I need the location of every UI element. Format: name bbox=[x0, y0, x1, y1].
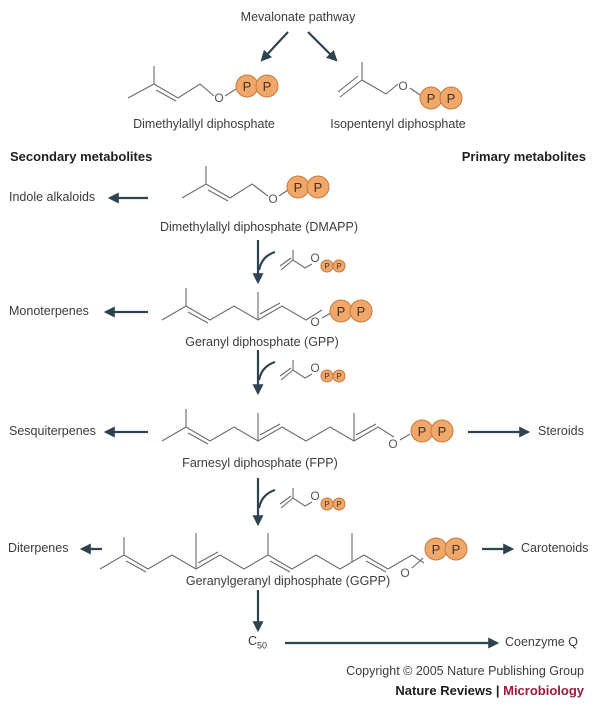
ggpp-label: Geranylgeranyl diphosphate (GGPP) bbox=[185, 574, 391, 588]
svg-text:P: P bbox=[452, 542, 461, 557]
svg-text:P: P bbox=[357, 304, 366, 319]
svg-text:P: P bbox=[337, 304, 346, 319]
svg-text:P: P bbox=[418, 424, 427, 439]
arrow-to-ipp bbox=[307, 31, 338, 62]
dmapp-top-label: Dimethylallyl diphosphate bbox=[133, 117, 275, 131]
c50-subscript: 50 bbox=[257, 640, 268, 651]
svg-text:P: P bbox=[336, 262, 341, 271]
svg-text:P: P bbox=[243, 79, 252, 94]
c50-label: C50 bbox=[248, 634, 267, 651]
gpp-label: Geranyl diphosphate (GPP) bbox=[185, 335, 339, 349]
dmapp-structure: O P P bbox=[181, 166, 330, 206]
svg-text:P: P bbox=[263, 79, 272, 94]
svg-text:O: O bbox=[400, 566, 409, 580]
svg-text:P: P bbox=[324, 500, 329, 509]
steroids-label: Steroids bbox=[538, 424, 584, 438]
svg-text:P: P bbox=[324, 372, 329, 381]
fpp-label: Farnesyl diphosphate (FPP) bbox=[182, 456, 338, 470]
svg-text:O: O bbox=[310, 361, 319, 375]
carotenoids-label: Carotenoids bbox=[521, 541, 589, 555]
svg-text:O: O bbox=[310, 251, 319, 265]
svg-text:O: O bbox=[388, 437, 397, 451]
secondary-metabolites-header: Secondary metabolites bbox=[10, 149, 153, 164]
ipp-structure-top: O P P bbox=[337, 62, 463, 110]
svg-text:O: O bbox=[214, 91, 223, 105]
svg-text:O: O bbox=[310, 489, 319, 503]
sesquiterpenes-label: Sesquiterpenes bbox=[9, 424, 96, 438]
svg-text:P: P bbox=[438, 424, 447, 439]
svg-text:O: O bbox=[310, 315, 319, 329]
coenzyme-q-label: Coenzyme Q bbox=[505, 635, 578, 649]
svg-text:P: P bbox=[294, 180, 303, 195]
journal-credit: Nature Reviews | Microbiology bbox=[395, 683, 584, 698]
svg-text:P: P bbox=[336, 500, 341, 509]
svg-text:P: P bbox=[336, 372, 341, 381]
mevalonate-pathway-label: Mevalonate pathway bbox=[240, 10, 356, 24]
phosphate-icon bbox=[439, 86, 463, 110]
svg-text:O: O bbox=[398, 79, 407, 93]
svg-text:P: P bbox=[314, 180, 323, 195]
journal-name: Nature Reviews bbox=[395, 683, 493, 698]
indole-alkaloids-label: Indole alkaloids bbox=[9, 190, 96, 204]
copyright-text: Copyright © 2005 Nature Publishing Group bbox=[346, 664, 584, 678]
c50-base: C bbox=[248, 634, 258, 648]
dmapp-structure-top: O P P bbox=[127, 66, 279, 105]
svg-text:P: P bbox=[324, 262, 329, 271]
primary-metabolites-header: Primary metabolites bbox=[461, 149, 586, 164]
arrow-to-dmapp bbox=[260, 31, 289, 62]
svg-text:P: P bbox=[432, 542, 441, 557]
dmapp-label: Dimethylallyl diphosphate (DMAPP) bbox=[160, 220, 358, 234]
svg-text:P: P bbox=[447, 91, 456, 106]
diterpenes-label: Diterpenes bbox=[8, 541, 69, 555]
svg-text:O: O bbox=[268, 192, 277, 206]
svg-text:P: P bbox=[427, 91, 436, 106]
journal-separator: | bbox=[492, 683, 504, 698]
phosphate-icon bbox=[255, 74, 279, 98]
monoterpenes-label: Monoterpenes bbox=[9, 304, 89, 318]
ipp-top-label: Isopentenyl diphosphate bbox=[330, 117, 466, 131]
journal-section: Microbiology bbox=[503, 683, 584, 698]
